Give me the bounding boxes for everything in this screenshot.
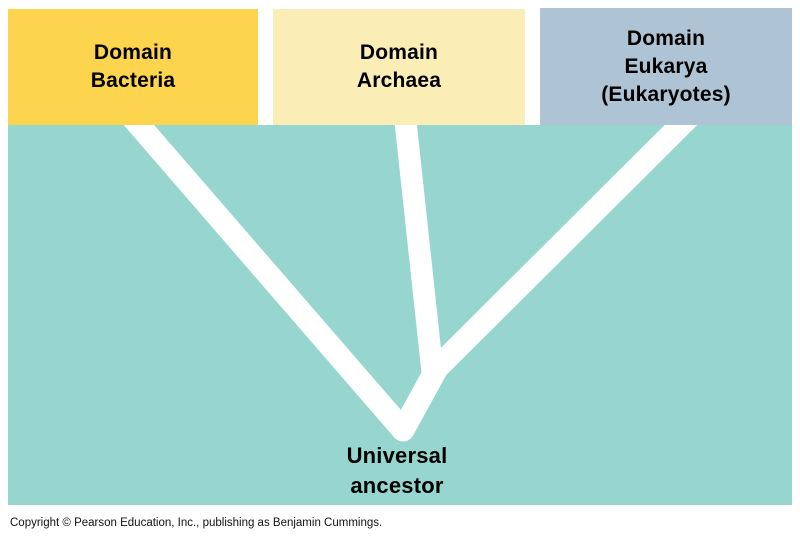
domain-box-archaea: Domain Archaea <box>273 9 525 125</box>
domain-box-eukarya: Domain Eukarya (Eukaryotes) <box>540 8 792 125</box>
archaea-branch <box>394 125 444 379</box>
universal-ancestor-label: Universal ancestor <box>346 443 448 498</box>
phylogenetic-tree-svg <box>123 125 698 442</box>
domain-box-bacteria: Domain Bacteria <box>8 9 258 125</box>
tree-background: Universal ancestor <box>8 125 792 505</box>
domain-eukarya-label: Domain Eukarya (Eukaryotes) <box>601 26 731 106</box>
bacteria-eukarya-branches <box>123 125 698 442</box>
copyright-text: Copyright © Pearson Education, Inc., pub… <box>10 517 383 529</box>
domain-archaea-label: Domain Archaea <box>356 41 442 92</box>
domain-bacteria-label: Domain Bacteria <box>90 41 176 92</box>
